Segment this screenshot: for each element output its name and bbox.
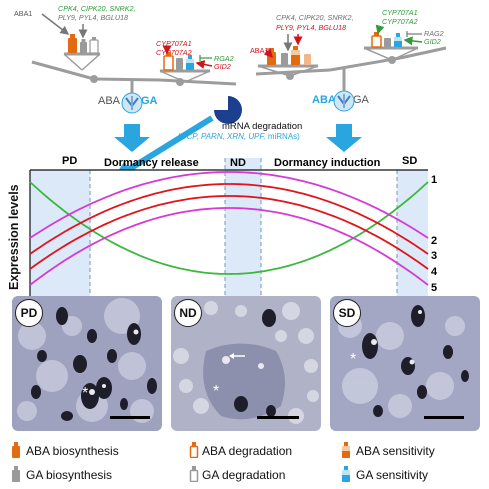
degradation-icon [214,96,242,124]
right-balance-ga-label: GA [353,94,369,106]
svg-text:*: * [82,385,88,402]
micrograph-label-sd: SD [333,299,361,327]
legend-ga-sensitivity: GA sensitivity [356,468,429,482]
curve-number-4: 4 [431,266,438,278]
right-red-genes: PLY9, PYL4, BGLU18 [276,23,347,32]
curve-4-red [29,195,429,270]
ga-biosynthesis-legend-icon [12,466,20,482]
aba-degradation-icon [163,55,174,71]
legend-aba-sensitivity: ABA sensitivity [356,444,435,458]
left-cyp-label-2: CYP707A2 [156,48,192,57]
aba-sensitivity-legend-icon [342,442,350,458]
micrograph-pd: * PD [12,296,162,431]
right-balance-aba-label: ABA [312,94,336,106]
svg-text:*: * [213,383,219,400]
micrograph-sd: * SD [330,296,480,431]
right-down-arrow [326,124,362,152]
curve-1-green [29,181,429,275]
right-rag2-label: RAG2 [424,29,444,38]
ga-sensitivity-legend-icon [342,466,350,482]
aba-degradation-legend-icon [189,442,199,458]
right-balance-scale [255,46,447,112]
micrograph-label-nd: ND [174,299,202,327]
left-aba1-label: ABA1 [14,9,33,18]
left-down-arrow [114,124,150,152]
band-sd [397,170,428,296]
expression-chart [29,158,429,296]
curve-3-red [29,183,429,255]
phase-label-pd: PD [62,155,78,167]
left-green-genes: CPK4, CIPK20, SNRK2, [58,4,136,13]
legend-ga-biosynthesis: GA biosynthesis [26,468,113,482]
micrograph-label-pd: PD [15,299,43,327]
ga-biosynthesis-icon [80,42,87,53]
legend-aba-biosynthesis: ABA biosynthesis [26,444,119,458]
left-gid2-label: GID2 [214,62,231,71]
left-balance-scale [31,52,237,114]
left-pan-icons [68,34,194,71]
band-nd [225,158,261,296]
right-grey-genes: CPK4, CIPK20, SNRK2, [276,13,354,22]
aba-biosynthesis-icon [68,38,77,53]
curve-number-5: 5 [431,282,438,294]
phase-label-sd: SD [402,155,418,167]
curve-2-magenta [29,171,429,239]
left-balance-ga-label: GA [141,95,158,107]
curve-number-3: 3 [431,250,438,262]
curve-5-magenta [29,207,429,286]
right-gid2-label: GID2 [424,37,441,46]
legend-ga-degradation: GA degradation [202,468,286,482]
phase-label-dormancy-induction: Dormancy induction [274,157,381,169]
chart-ylabel: Expression levels [7,184,21,290]
micrograph-nd: * ND [171,296,321,431]
svg-text:*: * [350,351,356,368]
left-grey-genes: PLY9, PYL4, BGLU18 [58,13,129,22]
right-pan-icons [267,32,402,65]
left-cyp-label-1: CYP707A1 [156,39,192,48]
aba-biosynthesis-legend-icon [12,442,20,458]
mrna-degradation-detail: (DCP, PARN, XRN, UPF, miRNAs) [178,132,300,141]
right-cyp-label-1: CYP707A1 [382,8,418,17]
legend-aba-degradation: ABA degradation [202,444,293,458]
phase-label-nd: ND [230,157,246,169]
right-aba1-label: ABA1 [250,46,269,55]
phase-label-dormancy-release: Dormancy release [104,157,199,169]
balance-diagram-svg [31,13,447,170]
curve-number-2: 2 [431,235,438,247]
left-rga2-label: RGA2 [214,54,234,63]
curve-number-1: 1 [431,174,438,186]
right-cyp-label-2: CYP707A2 [382,17,418,26]
ga-degradation-icon [89,39,99,54]
ga-degradation-legend-icon [189,466,199,482]
mrna-degradation-title: mRNA degradation [222,121,303,132]
left-balance-aba-label: ABA [98,95,121,107]
